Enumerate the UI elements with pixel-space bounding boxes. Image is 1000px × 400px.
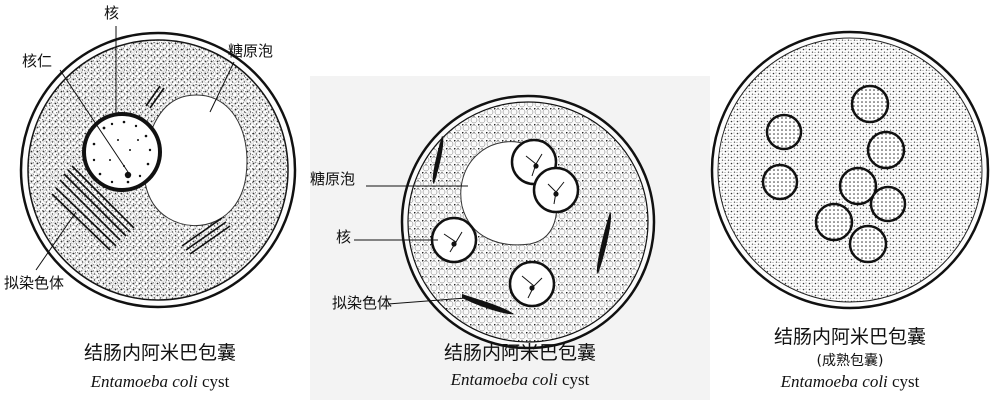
label-chromatoid-body: 拟染色体: [332, 292, 392, 313]
caption-chinese: 结肠内阿米巴包囊: [700, 322, 1000, 349]
nucleus: [868, 132, 904, 168]
nucleus: [871, 187, 905, 221]
nucleus: [816, 204, 852, 240]
cyst-panel-1: 核 核仁 糖原泡 拟染色体 结肠内阿米巴包囊 Entamoeba coli cy…: [0, 0, 320, 400]
label-glycogen-vacuole: 糖原泡: [310, 168, 355, 189]
caption-rest: cyst: [892, 372, 919, 391]
caption-english: Entamoeba coli cyst: [0, 372, 320, 392]
nucleus: [767, 115, 801, 149]
nucleus: [763, 165, 797, 199]
nucleus: [534, 168, 578, 212]
nucleus: [852, 86, 888, 122]
label-glycogen-vacuole: 糖原泡: [228, 40, 273, 61]
cyst-panel-3: 结肠内阿米巴包囊 (成熟包囊) Entamoeba coli cyst: [700, 0, 1000, 400]
nucleolus: [125, 172, 131, 178]
label-chromatoid-body: 拟染色体: [4, 272, 64, 293]
caption-genus: Entamoeba coli: [451, 370, 558, 389]
caption-english: Entamoeba coli cyst: [330, 370, 710, 390]
caption-chinese: 结肠内阿米巴包囊: [330, 338, 710, 365]
cyst-panel-2: 糖原泡 核 拟染色体 结肠内阿米巴包囊 Entamoeba coli cyst: [310, 76, 710, 400]
caption-rest: cyst: [202, 372, 229, 391]
caption-genus: Entamoeba coli: [91, 372, 198, 391]
caption-subtitle: (成熟包囊): [700, 350, 1000, 370]
label-nucleus: 核: [104, 2, 119, 23]
nucleus: [432, 218, 476, 262]
caption-rest: cyst: [562, 370, 589, 389]
nucleus: [850, 226, 886, 262]
label-nucleus: 核: [336, 226, 351, 247]
caption-english: Entamoeba coli cyst: [700, 372, 1000, 392]
caption-genus: Entamoeba coli: [781, 372, 888, 391]
nucleus: [84, 114, 160, 190]
caption-chinese: 结肠内阿米巴包囊: [0, 338, 320, 365]
label-nucleolus: 核仁: [22, 50, 52, 71]
